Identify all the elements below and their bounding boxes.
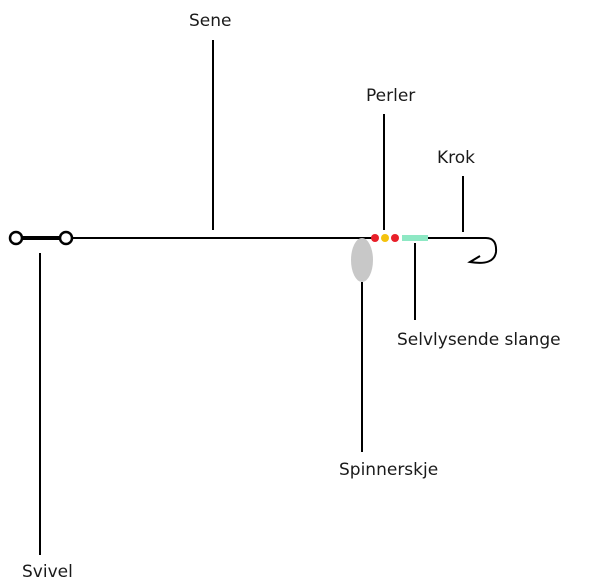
label-perler: Perler bbox=[366, 86, 415, 106]
hook-icon bbox=[467, 237, 498, 264]
label-selvlysende-slange: Selvlysende slange bbox=[397, 330, 561, 350]
bead-red-1 bbox=[371, 234, 379, 242]
label-krok: Krok bbox=[437, 148, 475, 168]
bead-red-2 bbox=[391, 234, 399, 242]
label-sene: Sene bbox=[189, 11, 231, 31]
label-svivel: Svivel bbox=[22, 562, 73, 582]
label-spinnerskje: Spinnerskje bbox=[339, 460, 438, 480]
spinner-spoon bbox=[351, 238, 373, 282]
bead-yellow bbox=[381, 234, 389, 242]
swivel-icon bbox=[8, 230, 74, 246]
glow-tube bbox=[402, 235, 428, 241]
beads bbox=[371, 234, 399, 242]
